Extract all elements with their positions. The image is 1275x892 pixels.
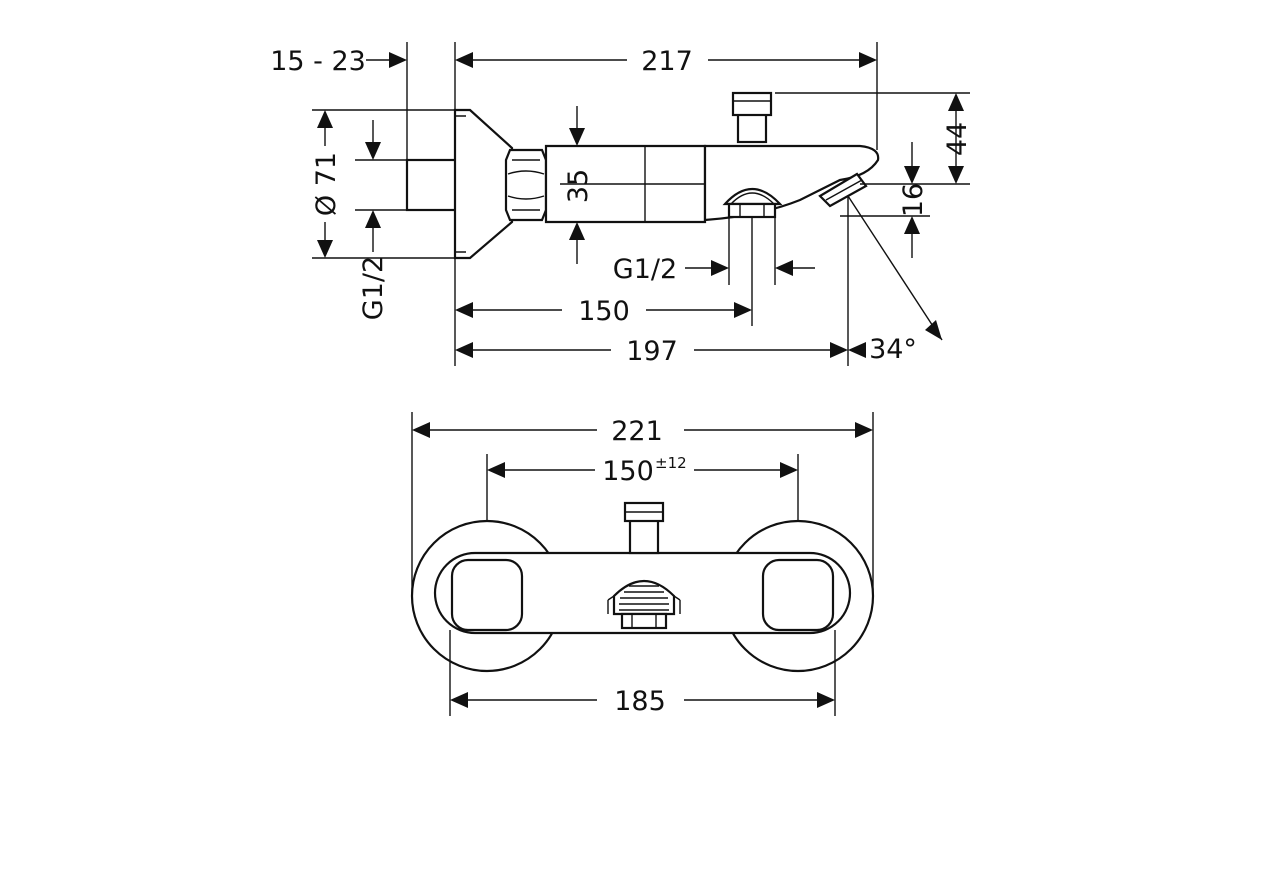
diverter-knob	[731, 91, 773, 117]
dim-diverter-height: 44	[942, 122, 973, 156]
dim-body-diameter: 35	[563, 169, 594, 203]
dim-outlet-thread: G1/2	[613, 254, 677, 285]
side-view: 15 - 23 217 44 16 Ø 71	[270, 42, 973, 367]
rosette-inner-edge	[455, 115, 466, 253]
right-handle	[761, 558, 835, 632]
dim-spout-length: 197	[626, 336, 678, 367]
rosette	[453, 108, 514, 260]
dim-inlet-thread: G1/2	[358, 256, 389, 320]
diverter-stem	[736, 110, 768, 144]
dim-spout-offset: 16	[898, 183, 929, 217]
front-view: 221 150 ±12 185	[410, 412, 875, 717]
union-nut	[504, 148, 548, 222]
dim-width-total: 221	[611, 416, 663, 447]
front-outlet-nut	[620, 612, 668, 630]
left-handle	[450, 558, 524, 632]
dim-length-total: 217	[641, 46, 693, 77]
lower-outlet-nut	[727, 202, 777, 219]
dim-inlet-spacing-tolerance: ±12	[655, 454, 687, 472]
dim-body-width: 185	[614, 686, 666, 717]
dim-diameter: Ø 71	[311, 152, 342, 216]
front-diverter-stem	[628, 516, 660, 555]
dim-inlet-spacing: 150	[602, 456, 654, 487]
lower-outlet-arch	[722, 188, 783, 206]
union-nut-detail	[507, 159, 545, 211]
dim-spout-outlet-distance: 150	[578, 296, 630, 327]
dim-depth-range: 15 - 23	[270, 46, 366, 77]
wall-connector	[405, 158, 459, 212]
dim-spout-angle: 34°	[869, 334, 917, 365]
